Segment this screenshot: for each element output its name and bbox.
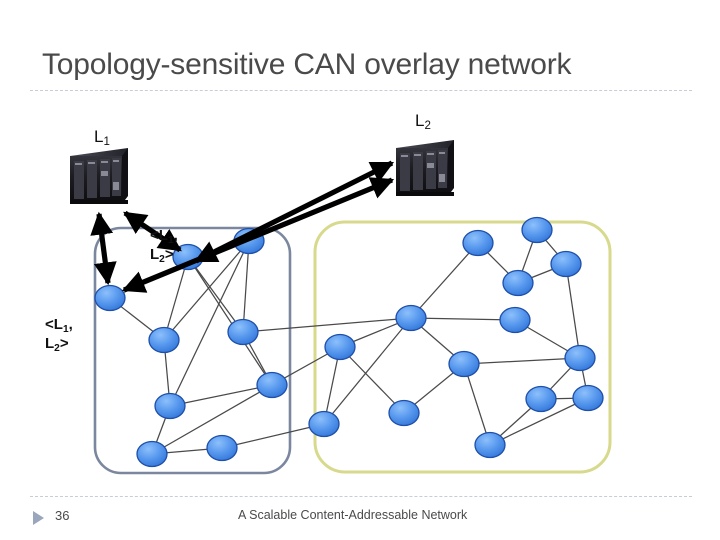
overlay-node [94,284,126,312]
slide-number: 36 [55,508,70,523]
overlay-node [462,229,494,257]
overlay-node [388,399,420,427]
footer-divider [30,496,692,497]
overlay-node [448,350,480,378]
server-rack-l2 [396,140,454,196]
label-coordinate-pair-center: <L1,L2> [150,227,178,265]
overlay-node [206,434,238,462]
arrow-node-b3-to-l2 [121,177,395,293]
triangle-bullet-icon [33,511,44,525]
overlay-node [550,250,582,278]
overlay-node [502,269,534,297]
arrow-l1-to-node-b3 [90,211,117,286]
label-landmark-l1: L1 [94,127,110,149]
label-coordinate-pair-left: <L1,L2> [45,316,73,354]
overlay-node [324,333,356,361]
overlay-node [154,392,186,420]
overlay-node [227,318,259,346]
title-divider [30,90,692,91]
overlay-node [521,216,553,244]
overlay-node [474,431,506,459]
yellow-zone-edges [323,229,589,446]
overlay-node [564,344,596,372]
overlay-node [395,304,427,332]
yellow-zone-nodes [308,216,604,459]
overlay-node [499,306,531,334]
page-title: Topology-sensitive CAN overlay network [42,48,572,81]
footer-caption: A Scalable Content-Addressable Network [238,508,468,522]
overlay-node [148,326,180,354]
label-landmark-l2: L2 [415,111,431,133]
server-rack-l1 [70,148,128,204]
measurement-arrows [90,160,395,293]
overlay-node [308,410,340,438]
overlay-node [525,385,557,413]
overlay-node [136,440,168,468]
overlay-node [572,384,604,412]
overlay-node [256,371,288,399]
